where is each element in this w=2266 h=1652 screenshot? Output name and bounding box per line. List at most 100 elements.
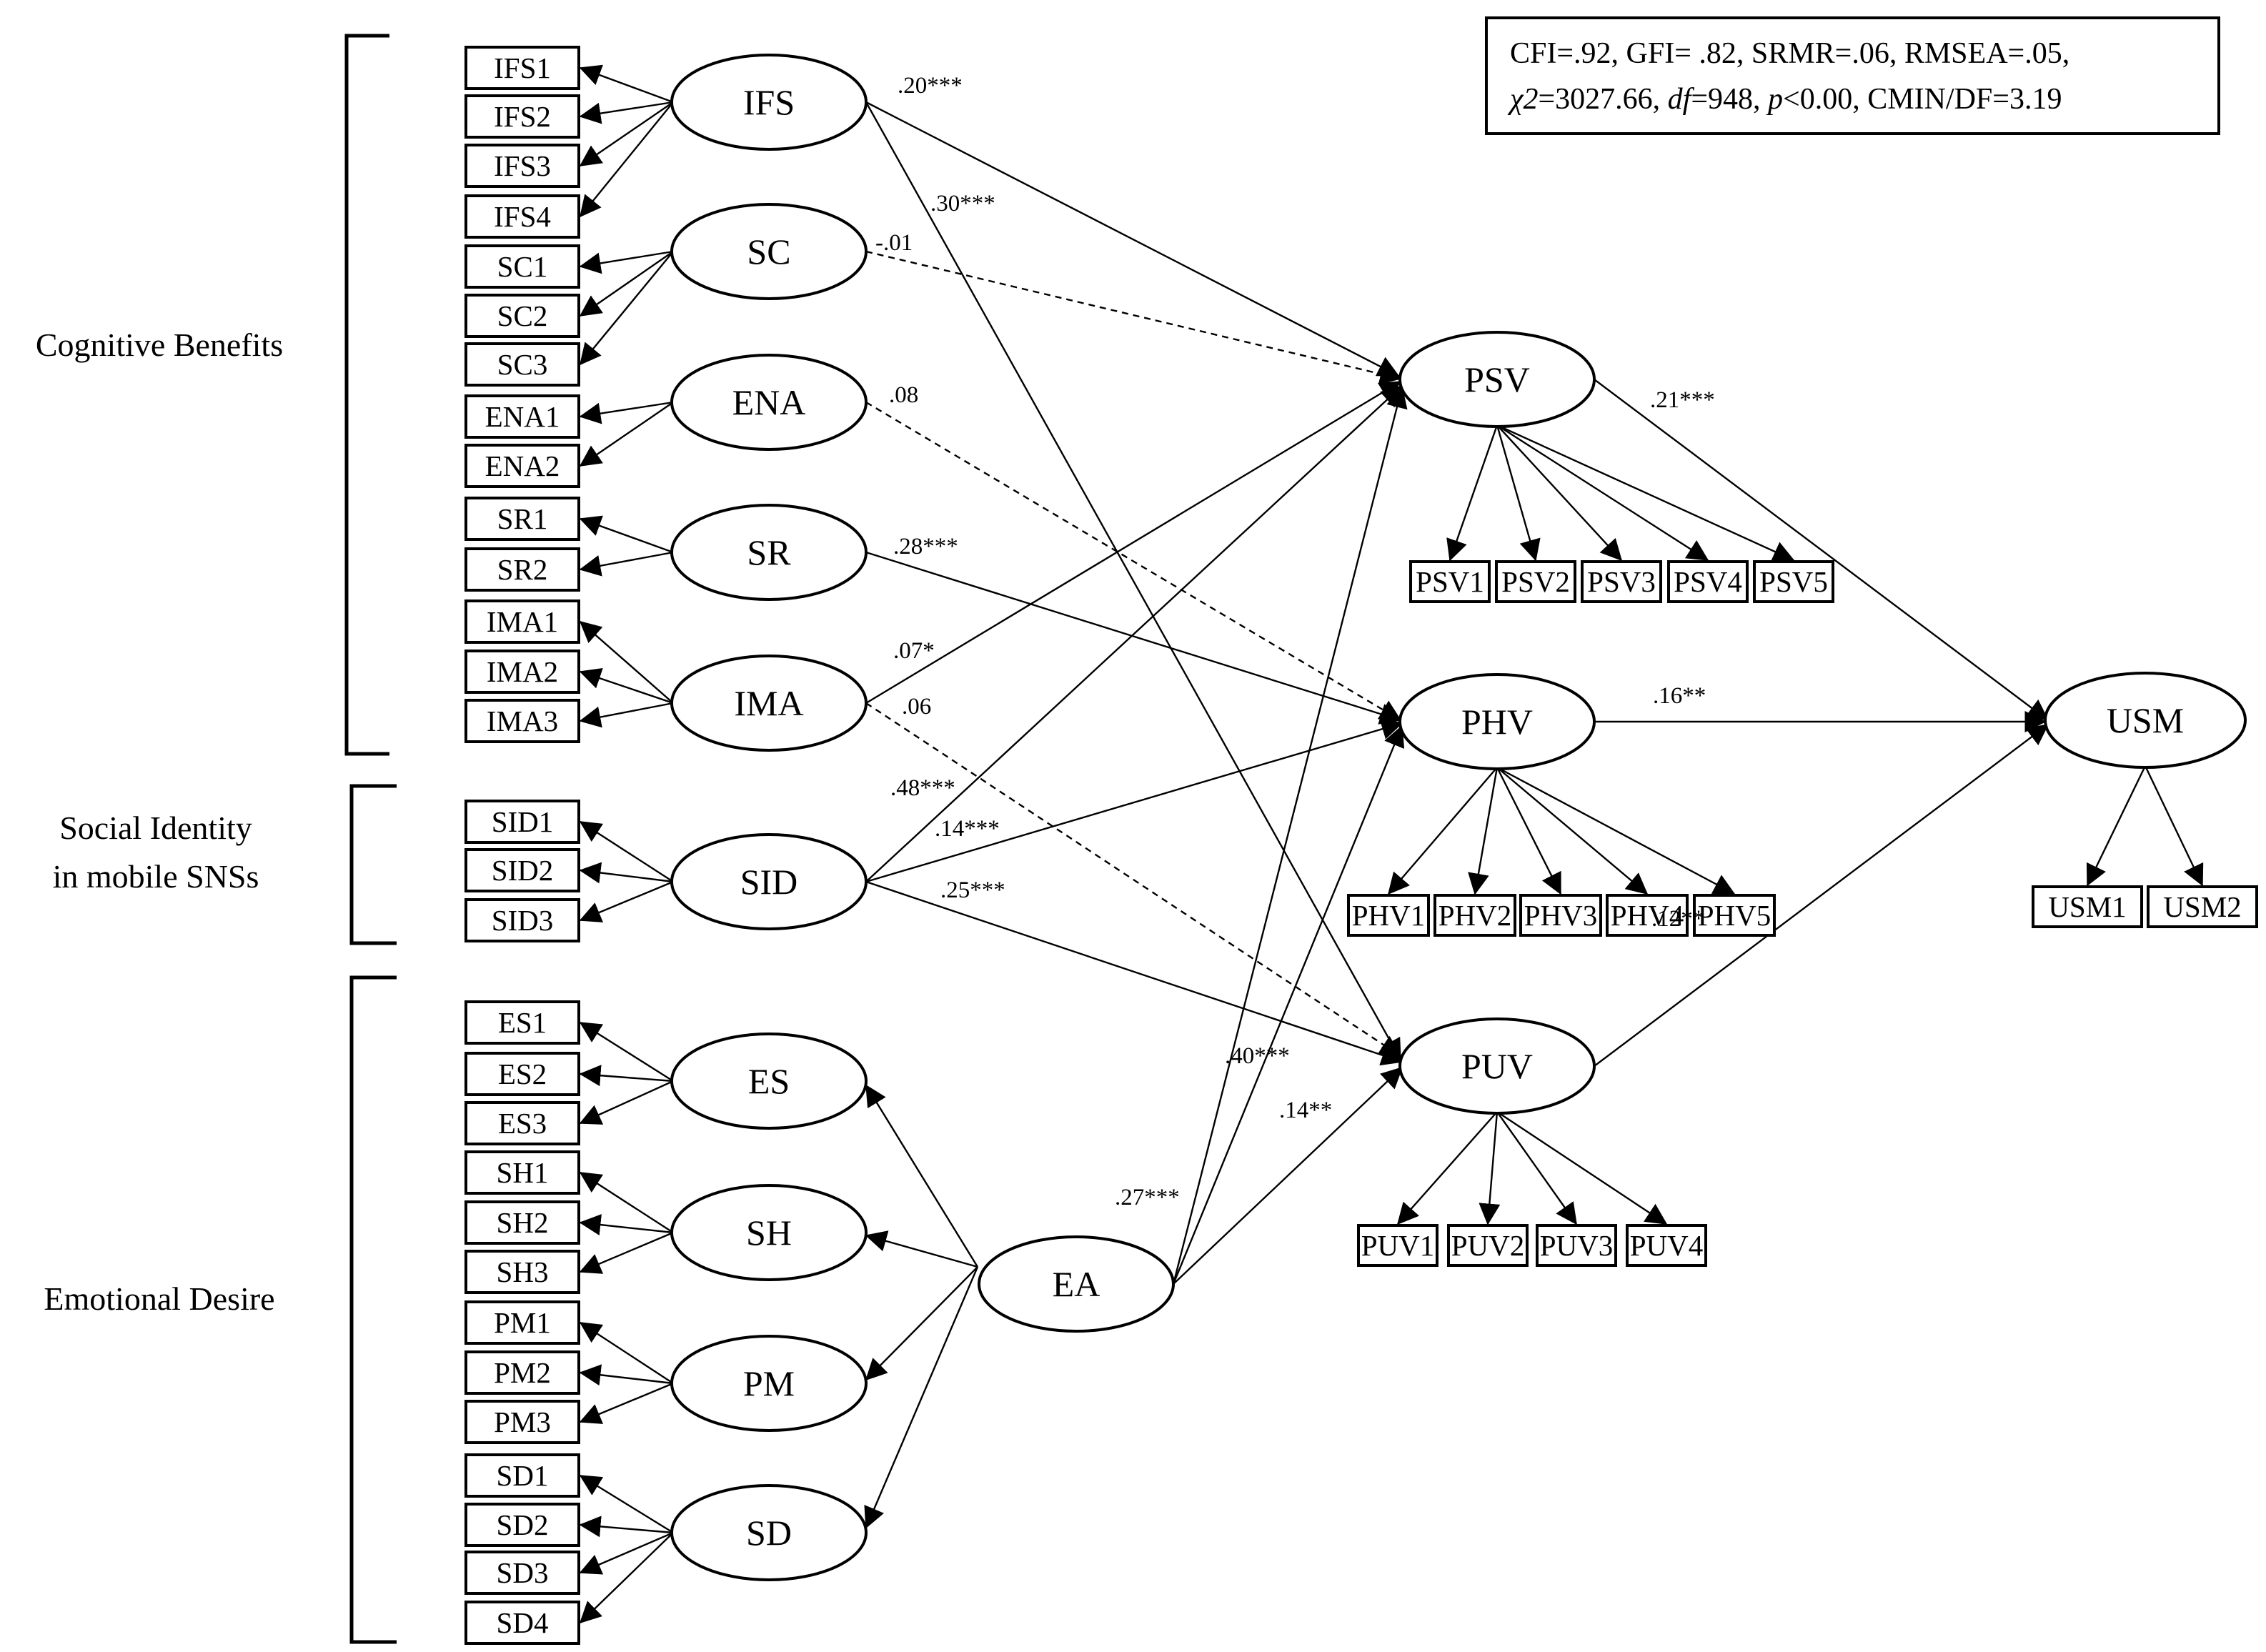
indicator-pm2-box [464, 1350, 580, 1395]
indicator-es1-label: ES1 [498, 1006, 547, 1039]
latent-ea-label: EA [1053, 1264, 1100, 1304]
coef-ea-to-phv: .40*** [1225, 1043, 1290, 1069]
loading-phv-to-phv3 [1496, 767, 1562, 895]
indicator-boxes: IFS1IFS2IFS3IFS4SC1SC2SC3ENA1ENA2SR1SR2I… [464, 46, 2258, 1645]
indicator-ima2-box [464, 650, 580, 694]
social-identity-bracket [349, 784, 397, 945]
indicator-sid3-box [464, 898, 580, 942]
coef-puv-to-usm: .12** [1651, 906, 1704, 932]
indicator-sc2-label: SC2 [497, 299, 548, 332]
path-sc-to-psv [865, 250, 1402, 384]
latent-sd-ellipse [670, 1484, 868, 1581]
coef-sid-to-puv: .25*** [940, 877, 1005, 903]
indicator-puv1-label: PUV1 [1361, 1229, 1435, 1262]
indicator-sd3-label: SD3 [497, 1556, 549, 1589]
coef-sid-to-psv: .48*** [890, 775, 955, 801]
latent-pm-ellipse [670, 1335, 868, 1432]
indicator-ena1-box [464, 394, 580, 439]
loading-ima-to-ima2 [579, 667, 674, 705]
path-ima-to-psv [865, 380, 1402, 705]
indicator-puv3-label: PUV3 [1540, 1229, 1614, 1262]
indicator-sd1-label: SD1 [497, 1459, 549, 1492]
indicator-es2-box [464, 1052, 580, 1096]
indicator-phv3-label: PHV3 [1524, 899, 1598, 932]
loading-phv-to-phv5 [1496, 766, 1736, 895]
loading-puv-to-puv2 [1479, 1111, 1501, 1225]
fit-line-2: χ2=3027.66, df=948, p<0.00, CMIN/DF=3.19 [1507, 83, 2062, 116]
indicator-puv4-label: PUV4 [1630, 1229, 1704, 1262]
fit-chi-symbol: χ2 [1507, 83, 1538, 116]
path-ea-to-puv [1173, 1066, 1403, 1285]
indicator-psv1-label: PSV1 [1416, 565, 1484, 598]
loading-psv-to-psv4 [1496, 424, 1709, 562]
indicator-sd2-label: SD2 [497, 1508, 549, 1541]
latent-sid-ellipse [670, 833, 868, 930]
indicator-ena2-box [464, 444, 580, 488]
latent-sc-ellipse [670, 203, 868, 300]
indicator-sh1-box [464, 1150, 580, 1195]
path-coefficients: .20***.30***-.01.08.28***.07*.06.48***.1… [875, 73, 1715, 1210]
latent-sh-label: SH [746, 1213, 792, 1253]
loading-ena-to-ena2 [579, 402, 674, 467]
indicator-sh3-label: SH3 [497, 1255, 549, 1288]
latent-sc-label: SC [747, 232, 790, 272]
indicator-sc3-label: SC3 [497, 348, 548, 381]
indicator-puv3-box [1536, 1224, 1617, 1267]
indicator-sc1-label: SC1 [497, 250, 548, 283]
indicator-usm2-label: USM2 [2163, 890, 2241, 923]
indicator-ima3-label: IMA3 [487, 705, 558, 737]
path-ena-to-phv [865, 401, 1402, 722]
indicator-sr2-box [464, 547, 580, 592]
path-ea-to-es [865, 1084, 979, 1268]
loading-psv-to-psv5 [1496, 424, 1795, 562]
indicator-sc2-box [464, 294, 580, 338]
indicator-puv2-label: PUV2 [1451, 1229, 1525, 1262]
indicator-sh3-box [464, 1250, 580, 1294]
latent-phv-label: PHV [1461, 702, 1533, 742]
latent-sid-label: SID [740, 862, 798, 902]
indicator-es2-label: ES2 [498, 1058, 547, 1090]
latent-ifs-ellipse [670, 54, 868, 151]
indicator-pm1-label: PM1 [494, 1306, 551, 1339]
loading-ifs-to-ifs2 [579, 101, 674, 124]
loading-puv-to-puv1 [1397, 1111, 1498, 1225]
coef-ifs-to-psv: .20*** [898, 73, 963, 99]
indicator-pm3-label: PM3 [494, 1405, 551, 1438]
indicator-phv1-box [1347, 894, 1430, 937]
coef-ifs-to-puv: .30*** [930, 191, 995, 217]
coef-sid-to-phv: .14*** [935, 816, 1000, 842]
indicator-sr1-label: SR1 [497, 502, 548, 535]
loading-sid-to-sid2 [579, 862, 674, 884]
indicator-sr1-box [464, 497, 580, 541]
loading-psv-to-psv3 [1496, 424, 1623, 562]
indicator-sh2-box [464, 1200, 580, 1245]
loading-sd-to-sd3 [579, 1531, 674, 1575]
indicator-ifs3-label: IFS3 [494, 149, 551, 182]
path-ea-to-pm [865, 1266, 978, 1381]
path-ifs-to-puv [865, 101, 1402, 1061]
loading-pm-to-pm2 [579, 1364, 674, 1386]
indicator-sid1-box [464, 800, 580, 844]
indicator-psv3-label: PSV3 [1587, 565, 1656, 598]
latent-ima-label: IMA [734, 683, 803, 723]
latent-es-label: ES [748, 1061, 790, 1101]
indicator-phv2-box [1433, 894, 1516, 937]
loading-sc-to-sc3 [580, 251, 674, 366]
indicator-sd1-box [464, 1453, 580, 1498]
indicator-pm3-box [464, 1400, 580, 1444]
indicator-ima3-box [464, 699, 580, 743]
fit-line-1: CFI=.92, GFI= .82, SRMR=.06, RMSEA=.05, [1510, 37, 2069, 70]
loading-es-to-es2 [579, 1065, 674, 1087]
fit-df-value: =948, [1691, 83, 1768, 116]
latent-usm-ellipse [2044, 672, 2247, 769]
indicator-es1-box [464, 1000, 580, 1045]
path-ea-to-sd [864, 1266, 979, 1529]
path-ea-to-sh [865, 1230, 978, 1268]
path-ea-to-phv [1172, 725, 1405, 1285]
emotional-bracket [349, 975, 397, 1644]
indicator-ima1-box [464, 599, 580, 644]
loading-usm-to-usm1 [2086, 765, 2147, 887]
loading-pm-to-pm3 [579, 1382, 674, 1424]
indicator-phv4-box [1606, 894, 1689, 937]
